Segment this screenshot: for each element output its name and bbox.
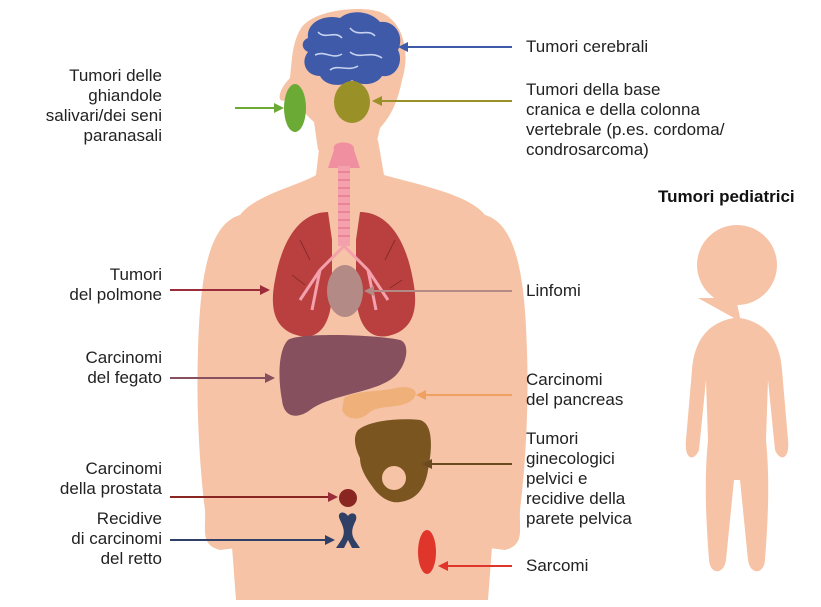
child-silhouette <box>686 225 789 571</box>
label-sarcoma: Sarcomi <box>526 556 588 576</box>
label-gyneco: Tumori ginecologici pelvici e recidive d… <box>526 429 632 529</box>
label-rectum: Recidive di carcinomi del retto <box>30 509 162 569</box>
brain-icon <box>303 12 401 85</box>
sarcoma-icon <box>418 530 436 574</box>
label-pancreas: Carcinomi del pancreas <box>526 370 623 410</box>
pediatric-title: Tumori pediatrici <box>658 187 795 207</box>
label-salivary: Tumori delle ghiandole salivari/dei seni… <box>30 66 162 146</box>
label-lymphoma: Linfomi <box>526 281 581 301</box>
lymph-node-icon <box>327 265 363 317</box>
label-skull-base: Tumori della base cranica e della colonn… <box>526 80 724 160</box>
skull-base-icon <box>334 81 370 123</box>
label-liver: Carcinomi del fegato <box>30 348 162 388</box>
label-brain: Tumori cerebrali <box>526 37 648 57</box>
prostate-icon <box>339 489 357 507</box>
label-prostate: Carcinomi della prostata <box>30 459 162 499</box>
label-lung: Tumori del polmone <box>30 265 162 305</box>
salivary-gland-icon <box>284 84 306 132</box>
